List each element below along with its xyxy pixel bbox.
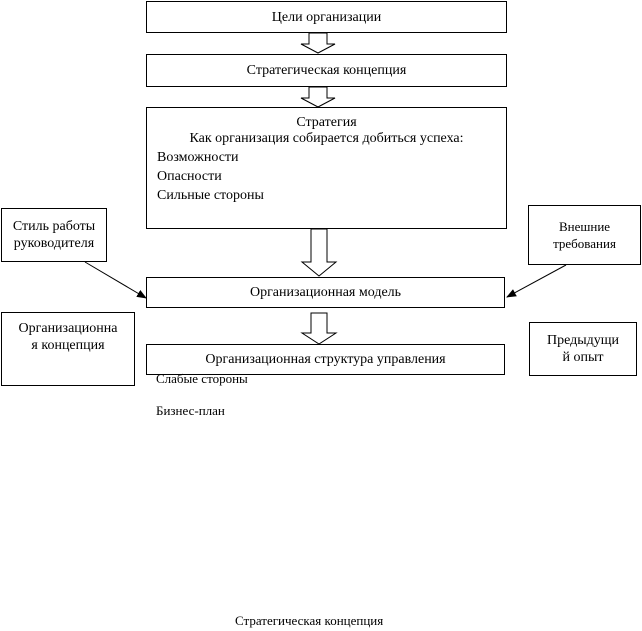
node-org-structure: Организационная структура управления <box>146 344 505 375</box>
block-arrow-model-to-structure <box>300 312 338 345</box>
node-leader-style: Стиль работы руководителя <box>1 208 107 262</box>
leader-style-line: Стиль работы <box>12 219 96 234</box>
arrow-leader-style-to-model <box>84 261 147 299</box>
node-goals: Цели организации <box>146 1 507 33</box>
node-strategy: Стратегия Как организация собирается доб… <box>146 107 507 229</box>
node-strategic-concept-label: Стратегическая концепция <box>246 63 407 78</box>
node-org-model: Организационная модель <box>146 277 505 308</box>
node-org-concept: Организационна я концепция <box>1 312 135 386</box>
prev-experience-line: й опыт <box>562 350 604 365</box>
overflow-text-business-plan: Бизнес-план <box>156 403 225 418</box>
external-line: требования <box>553 236 616 251</box>
node-goals-label: Цели организации <box>271 9 382 25</box>
prev-experience-line: Предыдущи <box>546 333 620 348</box>
strategy-item: Возможности <box>157 150 239 165</box>
org-concept-line: я концепция <box>31 338 105 353</box>
block-arrow-concept-to-strategy <box>300 86 336 108</box>
org-concept-line: Организационна <box>18 321 118 336</box>
node-org-model-label: Организационная модель <box>249 285 402 300</box>
block-arrow-strategy-to-model <box>300 228 338 277</box>
arrow-external-to-model <box>506 264 567 298</box>
strategy-title: Стратегия <box>296 115 357 130</box>
node-previous-experience: Предыдущи й опыт <box>529 322 637 376</box>
block-arrow-goals-to-concept <box>300 32 336 54</box>
overflow-text-weaknesses: Слабые стороны <box>156 371 248 386</box>
caption: Стратегическая концепция <box>235 613 384 628</box>
strategy-item: Сильные стороны <box>157 188 264 203</box>
node-org-structure-label: Организационная структура управления <box>205 352 446 367</box>
leader-style-line: руководителя <box>13 236 95 251</box>
strategy-subtitle: Как организация собирается добиться успе… <box>189 131 464 146</box>
node-external-requirements: Внешние требования <box>528 205 641 265</box>
external-line: Внешние <box>558 219 611 234</box>
node-strategic-concept: Стратегическая концепция <box>146 54 507 87</box>
strategy-item: Опасности <box>157 169 222 184</box>
